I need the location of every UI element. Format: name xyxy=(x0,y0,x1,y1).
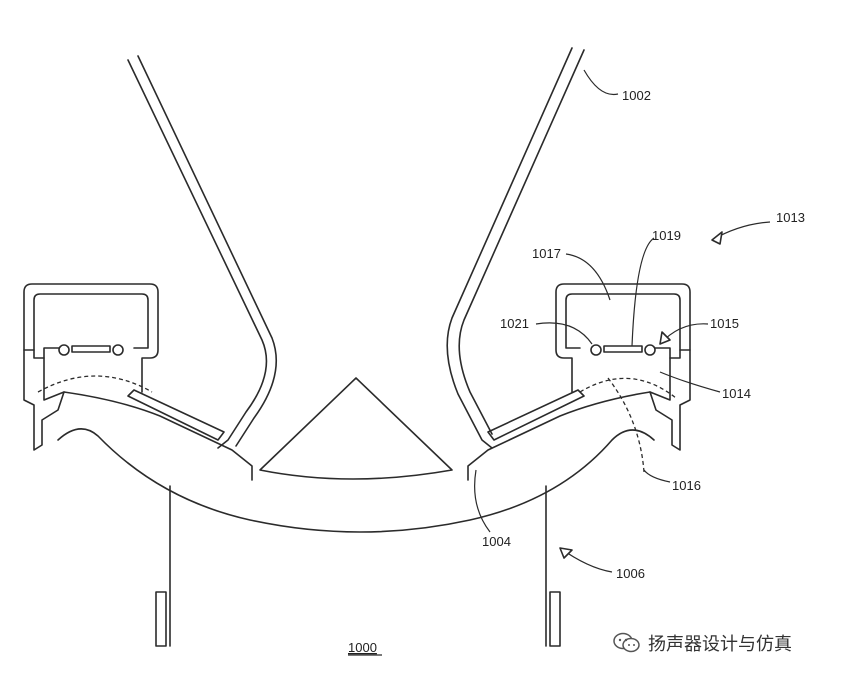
left-magnet-bumps xyxy=(58,344,124,356)
leader-1019 xyxy=(631,237,655,347)
label-1016: 1016 xyxy=(672,478,701,493)
wechat-icon xyxy=(613,632,640,653)
diaphragm-inner-right xyxy=(467,391,651,481)
label-1015: 1015 xyxy=(710,316,739,331)
right-housing-step xyxy=(653,347,671,359)
right-dashed-coil xyxy=(579,377,677,399)
watermark-text: 扬声器设计与仿真 xyxy=(648,634,792,655)
cone-left-wall-inner xyxy=(137,55,278,447)
label-1004: 1004 xyxy=(482,534,511,549)
arrow-1015 xyxy=(659,331,671,345)
cone-right-wall xyxy=(446,47,573,449)
label-1014: 1014 xyxy=(722,386,751,401)
right-housing-wall xyxy=(649,349,691,451)
right-dashed-coil-tail xyxy=(607,377,645,473)
left-housing-wall xyxy=(23,349,65,451)
label-1000: 1000 xyxy=(348,640,377,655)
left-housing-step xyxy=(43,347,61,359)
left-housing-inner xyxy=(33,293,149,351)
left-leg-foot xyxy=(155,591,167,647)
arrow-1006 xyxy=(559,547,573,559)
label-1006: 1006 xyxy=(616,566,645,581)
right-leg-foot xyxy=(549,591,561,647)
right-magnet-housing xyxy=(555,283,691,393)
label-1002: 1002 xyxy=(622,88,651,103)
label-1021: 1021 xyxy=(500,316,529,331)
leader-1017 xyxy=(565,253,611,301)
leader-1002 xyxy=(583,69,619,96)
leader-1014 xyxy=(659,371,721,393)
left-dashed-coil xyxy=(37,375,153,393)
left-magnet-housing xyxy=(23,283,159,393)
diaphragm-inner-left xyxy=(63,391,253,481)
right-housing-inner xyxy=(565,293,681,351)
leader-1004 xyxy=(474,469,491,533)
right-magnet-bumps xyxy=(590,344,656,356)
right-surround-piece xyxy=(487,389,585,441)
label-1017: 1017 xyxy=(532,246,561,261)
left-surround-piece xyxy=(127,389,225,441)
leader-1016 xyxy=(643,469,671,483)
label-1019: 1019 xyxy=(652,228,681,243)
leader-1021 xyxy=(535,322,593,345)
watermark: 扬声器设计与仿真 xyxy=(612,628,792,658)
label-1013: 1013 xyxy=(776,210,805,225)
diaphragm-outer xyxy=(57,428,655,533)
cone-left-wall xyxy=(127,59,268,449)
cone-right-wall-inner xyxy=(458,49,585,435)
dust-cap xyxy=(259,377,453,480)
arrow-1013 xyxy=(711,231,723,245)
